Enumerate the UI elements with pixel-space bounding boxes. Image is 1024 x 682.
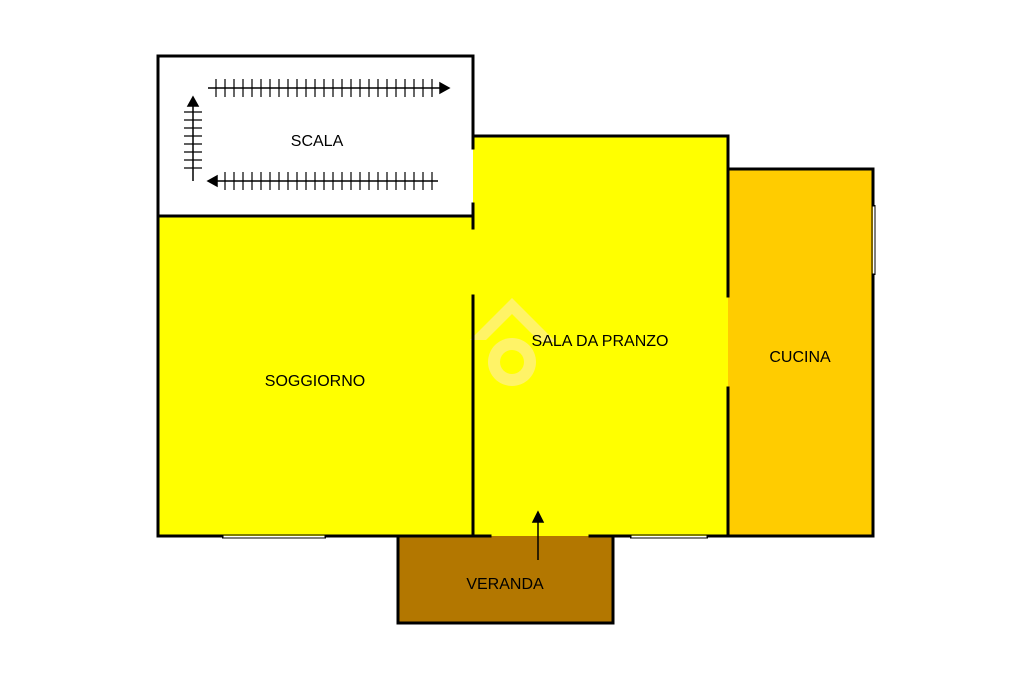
entrance-arrow-icon [531,510,545,560]
room-label-sala-da-pranzo: SALA DA PRANZO [532,333,669,350]
stair-treads [184,79,433,190]
room-cucina [728,169,873,536]
walls [156,54,875,625]
room-label-scala: SCALA [291,133,344,150]
room-soggiorno [158,216,473,536]
windows [222,205,876,539]
room-veranda [398,536,613,623]
room-label-cucina: CUCINA [769,349,831,366]
room-label-soggiorno: SOGGIORNO [265,373,365,390]
room-label-veranda: VERANDA [466,576,544,593]
room-sala-da-pranzo [473,136,728,536]
house-watermark-icon [470,298,556,386]
